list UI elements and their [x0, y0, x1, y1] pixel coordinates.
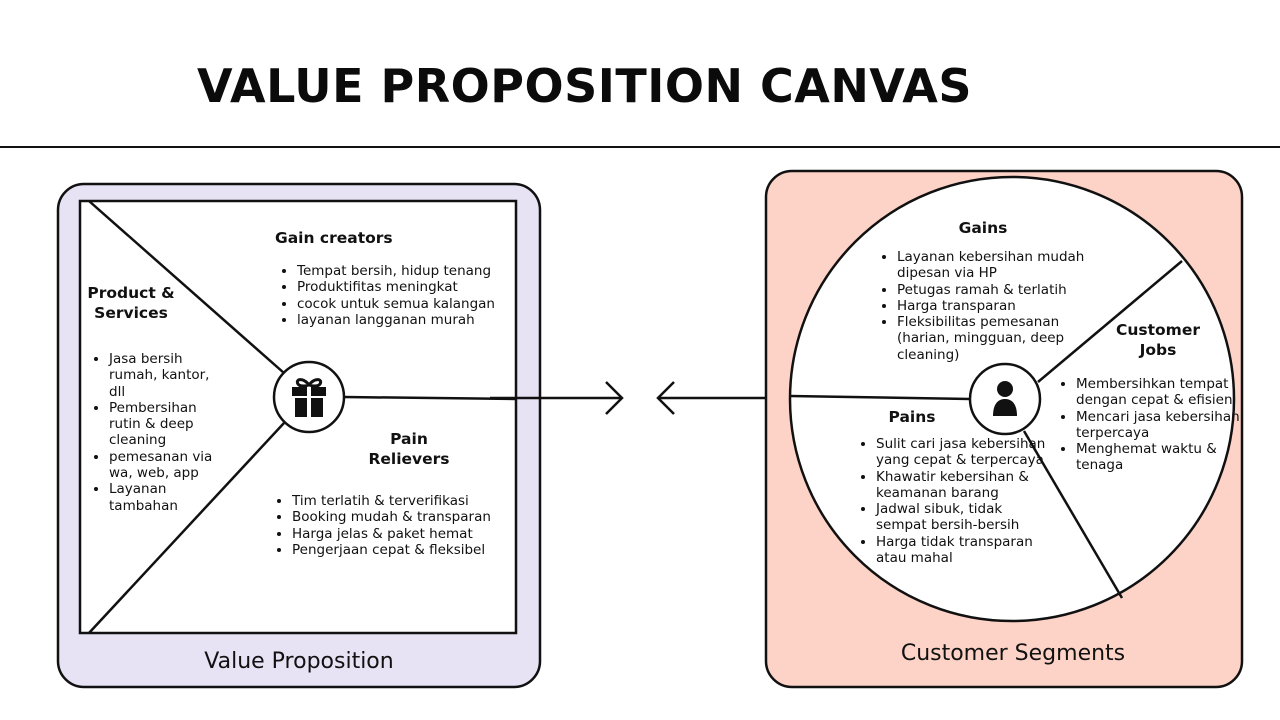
list-item: Harga tidak transparan atau mahal — [876, 534, 1052, 567]
list-item: cocok untuk semua kalangan — [297, 296, 527, 312]
pain-relievers-heading-line1: Pain — [390, 430, 428, 448]
pains-list: Sulit cari jasa kebersihan yang cepat & … — [859, 436, 1052, 566]
arrow-right-head — [605, 381, 624, 415]
list-item: Menghemat waktu & tenaga — [1076, 441, 1242, 474]
customer-jobs-list: Membersihkan tempat dengan cepat & efisi… — [1059, 376, 1242, 474]
pain-relievers-heading: Pain Relievers — [359, 429, 459, 469]
customer-divider-upper-right — [1037, 260, 1183, 383]
value-divider-upper — [88, 200, 285, 374]
list-item: Petugas ramah & terlatih — [897, 282, 1111, 298]
pains-heading: Pains — [888, 408, 936, 426]
title-divider — [0, 146, 1280, 148]
list-item: Mencari jasa kebersihan terpercaya — [1076, 409, 1242, 442]
customer-jobs-heading-line1: Customer — [1115, 321, 1200, 339]
value-proposition-label: Value Proposition — [204, 649, 394, 674]
list-item: Harga transparan — [897, 298, 1111, 314]
list-item: Layanan tambahan — [109, 481, 219, 514]
list-item: layanan langganan murah — [297, 312, 527, 328]
list-item: Harga jelas & paket hemat — [292, 526, 528, 542]
customer-divider-left — [789, 394, 971, 401]
customer-divider-lower-right — [1022, 430, 1124, 599]
value-divider-lower — [88, 422, 285, 634]
product-services-list: Jasa bersih rumah, kantor, dll Pembersih… — [92, 351, 219, 514]
page-title: VALUE PROPOSITION CANVAS — [197, 59, 973, 113]
list-item: Tim terlatih & terverifikasi — [292, 493, 528, 509]
list-item: Membersihkan tempat dengan cepat & efisi… — [1076, 376, 1242, 409]
customer-jobs-heading-line2: Jobs — [1139, 341, 1177, 359]
customer-segments-label: Customer Segments — [900, 641, 1126, 666]
gains-heading: Gains — [958, 219, 1008, 237]
list-item: Pengerjaan cepat & fleksibel — [292, 542, 528, 558]
product-services-heading-line1: Product & — [87, 284, 175, 302]
list-item: Jasa bersih rumah, kantor, dll — [109, 351, 219, 400]
list-item: Pembersihan rutin & deep cleaning — [109, 400, 219, 449]
product-services-heading-line2: Services — [94, 304, 168, 322]
list-item: Layanan kebersihan mudah dipesan via HP — [897, 249, 1111, 282]
pain-relievers-list: Tim terlatih & terverifikasi Booking mud… — [275, 493, 528, 558]
arrow-left-head — [656, 381, 675, 415]
list-item: Fleksibilitas pemesanan (harian, minggua… — [897, 314, 1111, 363]
gain-creators-heading: Gain creators — [275, 229, 393, 247]
list-item: Tempat bersih, hidup tenang — [297, 263, 527, 279]
gift-icon — [289, 375, 329, 419]
product-services-heading: Product & Services — [84, 283, 178, 323]
pain-relievers-heading-line2: Relievers — [368, 450, 450, 468]
list-item: Khawatir kebersihan & keamanan barang — [876, 469, 1052, 502]
gain-creators-list: Tempat bersih, hidup tenang Produktifita… — [280, 263, 527, 328]
customer-jobs-heading: Customer Jobs — [1104, 320, 1212, 360]
list-item: Jadwal sibuk, tidak sempat bersih-bersih — [876, 501, 1052, 534]
list-item: Produktifitas meningkat — [297, 279, 527, 295]
list-item: Sulit cari jasa kebersihan yang cepat & … — [876, 436, 1052, 469]
person-icon — [990, 380, 1020, 418]
value-divider-right — [343, 395, 517, 401]
list-item: Booking mudah & transparan — [292, 509, 528, 525]
gains-list: Layanan kebersihan mudah dipesan via HP … — [880, 249, 1111, 363]
list-item: pemesanan via wa, web, app — [109, 449, 219, 482]
